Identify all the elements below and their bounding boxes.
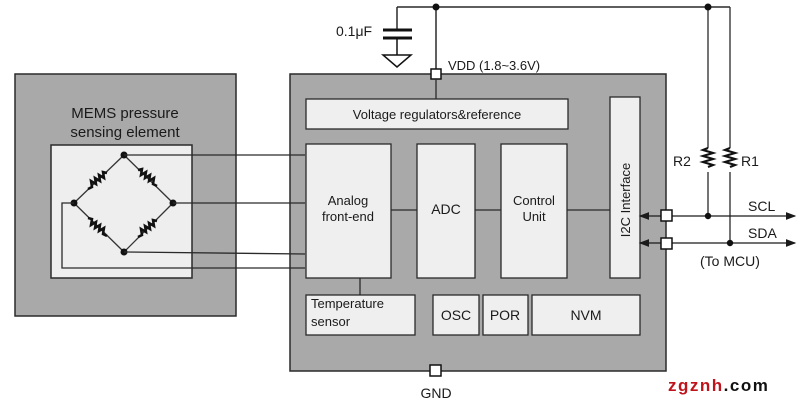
capacitor-symbol <box>380 28 414 68</box>
mems-title-line1: MEMS pressure <box>71 105 179 122</box>
vdd-label: VDD (1.8~3.6V) <box>448 58 540 73</box>
analog-front-end-label-2: front-end <box>322 209 374 224</box>
capacitor-label: 0.1μF <box>336 23 372 39</box>
watermark-part1: zgznh <box>668 376 724 395</box>
scl-label: SCL <box>748 198 775 214</box>
temperature-sensor-label-2: sensor <box>311 314 351 329</box>
por-label: POR <box>490 307 520 323</box>
watermark: zgznh.com <box>668 376 769 395</box>
resistor-icon <box>87 216 108 238</box>
watermark-part2: .com <box>724 376 770 395</box>
bridge-wires <box>61 154 306 269</box>
i2c-interface-label: I2C Interface <box>618 163 633 237</box>
nvm-block <box>531 294 641 336</box>
analog-front-end-label-1: Analog <box>328 193 368 208</box>
sensing-element-box <box>50 144 193 279</box>
voltage-regulators-label: Voltage regulators&reference <box>353 107 521 122</box>
scl-node <box>704 212 712 220</box>
resistor-icon <box>137 167 158 188</box>
sda-node <box>726 239 734 247</box>
control-unit-label-1: Control <box>513 193 555 208</box>
osc-block <box>432 294 480 336</box>
to-mcu-label: (To MCU) <box>700 253 760 269</box>
r1-label: R1 <box>741 153 759 169</box>
control-unit-block <box>500 143 568 279</box>
voltage-regulators-block <box>305 98 569 130</box>
sda-pin <box>660 237 673 250</box>
vdd-pin <box>430 68 442 80</box>
resistor-icon <box>137 218 158 239</box>
adc-block <box>416 143 476 279</box>
resistor-r1-icon <box>721 146 739 169</box>
resistor-r2-icon <box>699 146 717 169</box>
osc-label: OSC <box>441 307 471 323</box>
temperature-sensor-block <box>305 294 416 336</box>
nvm-label: NVM <box>570 307 601 323</box>
pullup-wires <box>707 7 731 243</box>
gnd-label: GND <box>420 385 451 401</box>
temperature-sensor-label-1: Temperature <box>311 296 384 311</box>
control-unit-label-2: Unit <box>522 209 546 224</box>
internal-links <box>359 209 610 295</box>
gnd-pin <box>429 364 442 377</box>
por-block <box>482 294 529 336</box>
sda-label: SDA <box>748 225 777 241</box>
mems-title-line2: sensing element <box>70 124 180 141</box>
supply-rail <box>396 6 730 70</box>
analog-front-end-block <box>305 143 392 279</box>
rail-node <box>704 3 712 11</box>
rail-node <box>432 3 440 11</box>
scl-pin <box>660 209 673 222</box>
adc-label: ADC <box>431 201 461 217</box>
r2-label: R2 <box>673 153 691 169</box>
bridge-resistors <box>87 167 158 239</box>
resistor-icon <box>87 170 108 191</box>
i2c-interface-block <box>609 96 641 279</box>
